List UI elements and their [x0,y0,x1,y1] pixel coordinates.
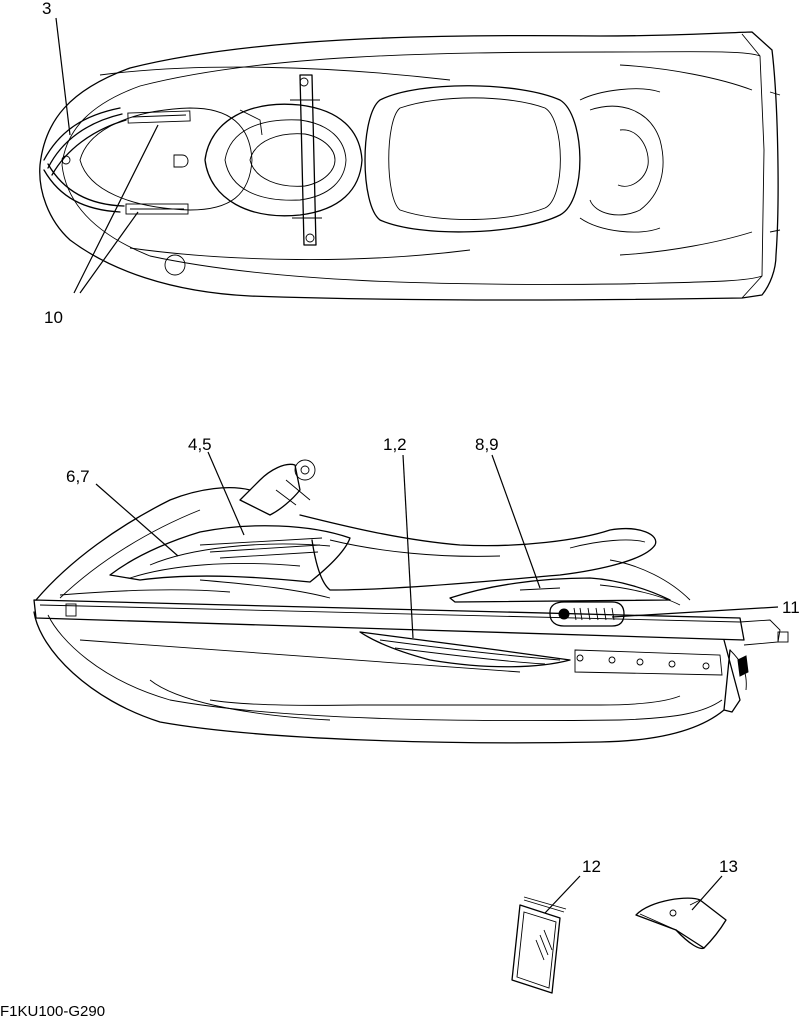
callout-3: 3 [42,0,51,18]
callout-4-5: 4,5 [188,435,212,454]
callout-6-7: 6,7 [66,467,90,486]
callout-10: 10 [44,308,63,327]
top-leaders [55,17,159,294]
callout-1-2: 1,2 [383,435,407,454]
item-12-card [511,875,581,994]
watercraft-top-view [39,31,781,301]
callout-12: 12 [582,857,601,876]
callout-13: 13 [719,857,738,876]
watercraft-side-view [33,459,789,744]
item-13-cover [635,875,727,950]
callout-8-9: 8,9 [475,435,499,454]
callout-11: 11 [782,598,800,617]
diagram-code: F1KU100-G290 [0,1003,105,1018]
side-leaders [95,451,779,639]
